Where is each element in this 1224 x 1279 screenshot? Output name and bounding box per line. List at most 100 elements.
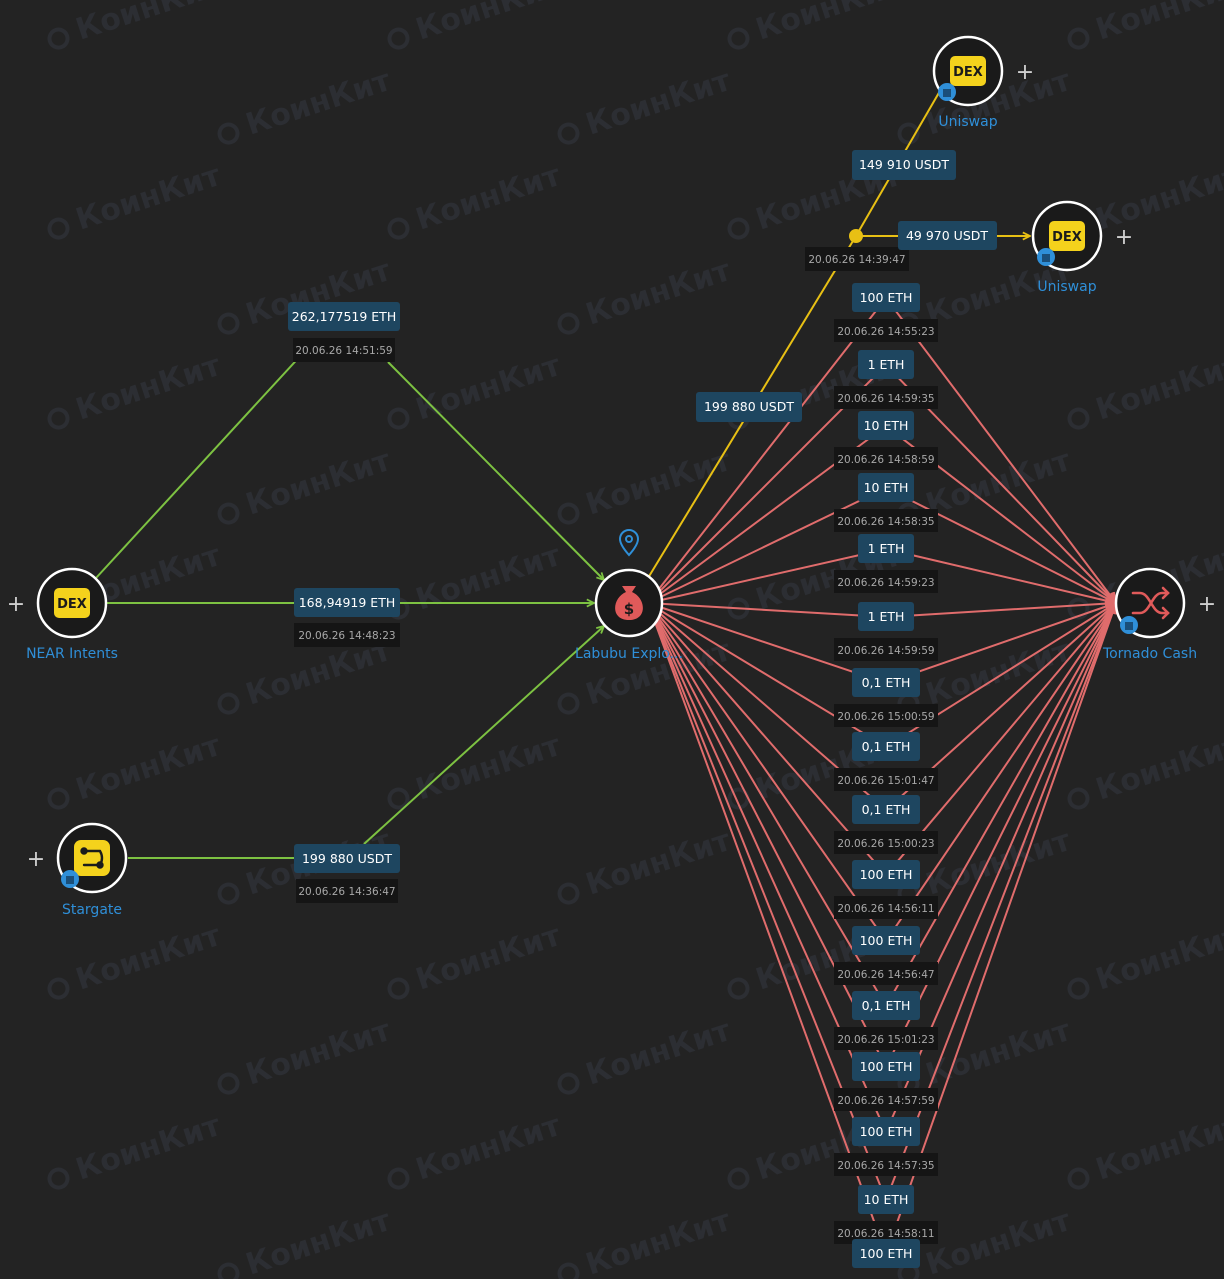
watermark: КоинКит [47,918,226,1000]
edge-timestamp: 20.06.26 14:58:11 [837,1228,934,1240]
tag-icon [61,870,79,888]
usdt-label-1[interactable]: 199 880 USDT 20.06.26 14:39:47 [696,247,909,422]
tornado-label-16[interactable]: 100 ETH [852,1239,920,1268]
watermark: КоинКит [557,1013,736,1095]
watermark-text: КоинКит [242,443,396,523]
watermark: КоинКит [387,348,566,430]
edge-timestamp: 20.06.26 14:51:59 [295,345,392,357]
expand-button[interactable]: + [1198,592,1216,617]
watermark-text: КоинКит [242,1013,396,1093]
edge-timestamp: 20.06.26 14:58:59 [837,454,934,466]
watermark-text: КоинКит [582,1203,736,1279]
watermark-text: КоинКит [242,1203,396,1279]
watermark-text: КоинКит [582,443,736,523]
node-label: Labubu Explo... [575,646,683,662]
node-tornado-cash[interactable]: Tornado Cash + [1102,567,1216,662]
dex-badge-text: DEX [953,65,983,80]
watermark: КоинКит [217,443,396,525]
watermark-text: КоинКит [412,0,566,48]
watermark-text: КоинКит [412,348,566,428]
watermark: КоинКит [1067,918,1224,1000]
inflow-label-2[interactable]: 168,94919 ETH 20.06.26 14:48:23 [294,588,400,647]
tornado-label-3[interactable]: 10 ETH 20.06.26 14:58:59 [834,411,938,470]
watermark: КоинКит [557,253,736,335]
inflow-edge-near-top[interactable] [95,351,305,579]
node-labubu[interactable]: $ Labubu Explo... [575,529,683,662]
edge-timestamp: 20.06.26 14:57:59 [837,1095,934,1107]
node-uniswap-2[interactable]: DEX Uniswap + [1031,200,1133,295]
watermark: КоинКит [557,1203,736,1279]
watermark-text: КоинКит [1092,1108,1224,1188]
edge-amount: 1 ETH [868,357,905,372]
inflow-label-1[interactable]: 262,177519 ETH 20.06.26 14:51:59 [288,302,400,362]
watermark: КоинКит [557,443,736,525]
edge-amount: 199 880 USDT [302,851,392,866]
node-stargate[interactable]: Stargate + [27,822,128,918]
node-label: NEAR Intents [26,646,118,662]
inflow-edges [95,351,604,859]
node-uniswap-1[interactable]: DEX Uniswap + [932,35,1034,130]
watermark: КоинКит [1067,348,1224,430]
split-point [849,229,863,243]
watermark: КоинКит [47,728,226,810]
edge-amount: 0,1 ETH [862,998,911,1013]
edge-amount: 10 ETH [864,418,909,433]
edge-timestamp: 20.06.26 14:55:23 [837,326,934,338]
watermark-text: КоинКит [72,348,226,428]
node-near-intents[interactable]: DEX NEAR Intents + [7,567,118,662]
edge-amount: 100 ETH [860,290,913,305]
inflow-label-3[interactable]: 199 880 USDT 20.06.26 14:36:47 [294,844,400,903]
dex-badge-icon [1049,221,1085,251]
watermark: КоинКит [387,918,566,1000]
watermark-text: КоинКит [242,63,396,143]
expand-button[interactable]: + [1115,225,1133,250]
watermark: КоинКит [1067,0,1224,50]
watermark-text: КоинКит [72,158,226,238]
svg-text:$: $ [624,600,634,618]
watermark: КоинКит [557,823,736,905]
inflow-edge-near-top-2[interactable] [387,361,604,580]
edge-timestamp: 20.06.26 14:58:35 [837,516,934,528]
edge-amount: 0,1 ETH [862,675,911,690]
expand-button[interactable]: + [7,592,25,617]
usdt-label-2[interactable]: 149 910 USDT [852,150,956,180]
watermark-text: КоинКит [72,1108,226,1188]
edge-amount: 100 ETH [860,1246,913,1261]
watermark-text: КоинКит [1092,918,1224,998]
watermark-text: КоинКит [582,823,736,903]
inflow-edge-stargate-2[interactable] [363,626,604,845]
edge-timestamp: 20.06.26 14:59:59 [837,645,934,657]
watermark-text: КоинКит [1092,0,1224,48]
expand-button[interactable]: + [27,847,45,872]
watermark-text: КоинКит [1092,158,1224,238]
usdt-label-3[interactable]: 49 970 USDT [898,221,997,250]
node-label: Stargate [62,902,122,918]
watermark-text: КоинКит [412,1108,566,1188]
shuffle-icon [1131,586,1170,620]
tag-icon [938,83,956,101]
watermark: КоинКит [727,0,906,50]
tag-icon [1037,248,1055,266]
money-bag-icon: $ [615,586,643,620]
watermark: КоинКит [47,348,226,430]
tornado-label-1[interactable]: 100 ETH 20.06.26 14:55:23 [834,283,938,342]
watermark-text: КоинКит [582,1013,736,1093]
expand-button[interactable]: + [1016,60,1034,85]
watermark: КоинКит [387,1108,566,1190]
edge-timestamp: 20.06.26 14:56:47 [837,969,934,981]
bridge-icon [80,847,104,869]
